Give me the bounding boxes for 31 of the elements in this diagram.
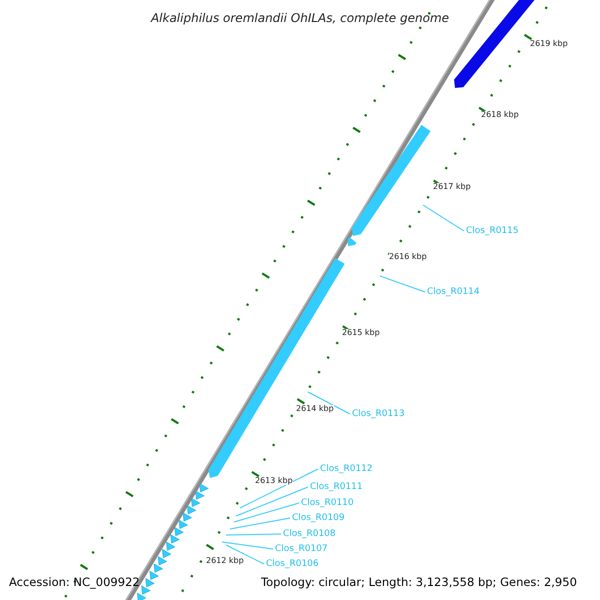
leader-line: [422, 204, 464, 232]
footer-text: Topology: circular; Length: 3,123,558 bp; Genes: 2,950: [261, 576, 577, 588]
tick-label: 2617 kbp: [433, 183, 471, 191]
footer-text: Accession: NC_009922: [9, 576, 140, 588]
tick-label: 2616 kbp: [389, 253, 427, 261]
tick-label: 2619 kbp: [530, 40, 568, 48]
gene-label: Clos_R0107: [275, 544, 328, 554]
gene-label: Clos_R0112: [320, 464, 373, 474]
leader-line: [226, 544, 264, 564]
leader-line: [380, 276, 426, 292]
gene-label: Clos_R0113: [352, 409, 405, 419]
gene-label: Clos_R0110: [301, 498, 354, 508]
leader-line: [226, 534, 282, 536]
leader-line: [236, 486, 308, 516]
gene-label: Clos_R0106: [266, 559, 319, 569]
leader-line: [230, 518, 290, 530]
tick-label: 2618 kbp: [481, 111, 519, 119]
tick-label: 2612 kbp: [206, 557, 244, 565]
title: Alkaliphilus oremlandii OhILAs, complete genome: [150, 12, 450, 24]
gene-label: Clos_R0115: [466, 226, 519, 236]
gene-label: Clos_R0108: [283, 529, 336, 539]
leader-line: [222, 542, 274, 550]
tick-label: 2614 kbp: [296, 405, 334, 413]
leader-line: [240, 468, 318, 508]
gene-label: Clos_R0111: [310, 482, 363, 492]
tick-label: 2613 kbp: [255, 477, 293, 485]
leader-line: [234, 502, 300, 522]
gene-label: Clos_R0114: [427, 287, 480, 297]
tick-label: 2615 kbp: [342, 329, 380, 337]
leader-line: [308, 392, 350, 414]
gene-label: Clos_R0109: [292, 513, 345, 523]
